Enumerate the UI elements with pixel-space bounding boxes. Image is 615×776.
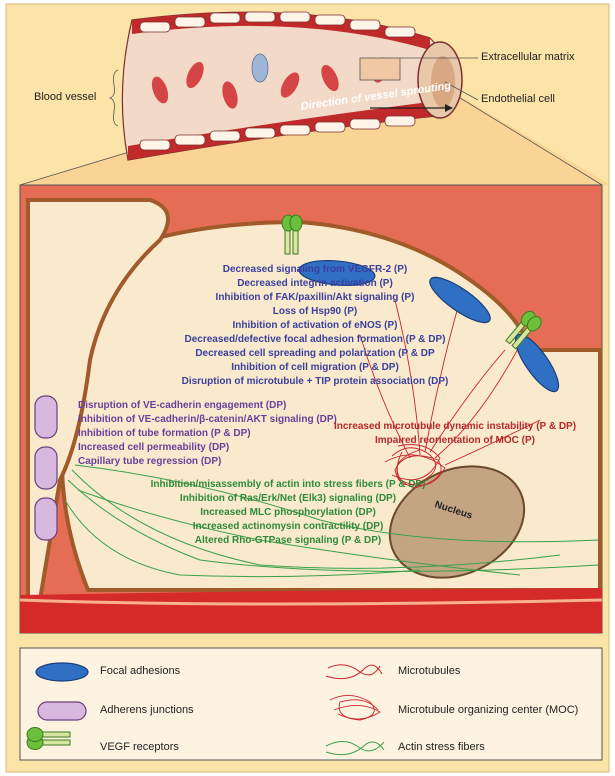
nucleus [388,465,526,579]
purple-effect-5: Capillary tube regression (DP) [78,456,222,467]
microtubule-organizing-center [384,444,446,489]
blood-vessel-brace [108,69,119,127]
vessel-lumen [431,56,455,108]
legend-focal-adhesions: Focal adhesions [100,665,181,677]
purple-effect-3: Inhibition of tube formation (P & DP) [78,428,251,439]
vegf-receptor-1 [281,214,303,255]
bottom-endothelial-cells [139,115,416,151]
purple-effect-1: Disruption of VE-cadherin engagement (DP… [78,400,287,411]
direction-arrow-head [445,104,453,112]
focal-adhesions [298,259,560,393]
neighbor-cell [26,198,170,602]
main-panel [19,184,603,634]
legend-microtubule-swatch [325,664,383,680]
green-effect-3: Increased MLC phosphorylation (DP) [200,507,376,518]
ecm-region-box [359,57,401,81]
legend-adherens-junctions: Adherens junctions [100,704,194,716]
ecm-label: Extracellular matrix [481,51,575,63]
white-blood-cell [251,53,269,83]
microtubules [359,299,541,466]
green-effect-4: Increased actinomysin contractility (DP) [192,521,384,532]
legend [19,647,603,761]
endothelial-leader [444,81,479,101]
basement-membrane [20,588,602,633]
vegf-receptor-2 [505,310,542,350]
blue-effect-2: Decreased integrin activation (P) [237,278,393,289]
purple-effect-2: Inhibition of VE-cadherin/β-catenin/AKT … [78,414,337,425]
basement-highlight [19,598,603,606]
green-effect-5: Altered Rho-GTPase signaling (P & DP) [194,535,382,546]
blue-effect-3: Inhibition of FAK/paxillin/Akt signaling… [215,292,415,303]
legend-actin-swatch [325,741,385,756]
green-effect-1: Inhibition/misassembly of actin into str… [150,479,426,490]
adherens-junctions [34,395,58,541]
legend-actin-fibers: Actin stress fibers [398,741,485,753]
legend-moc-swatch [329,695,381,721]
red-effect-2: Impaired reorientation of MOC (P) [374,435,535,446]
legend-microtubules: Microtubules [398,665,461,677]
green-effect-2: Inhibition of Ras/Erk/Net (Elk3) signali… [179,493,397,504]
red-effect-1: Increased microtubule dynamic instabilit… [333,421,577,432]
adherens-junction-3 [34,497,58,541]
purple-effect-4: Increased cell permeability (DP) [78,442,230,453]
blue-effect-5: Inhibition of activation of eNOS (P) [232,320,398,331]
blood-vessel-label: Blood vessel [34,91,97,103]
top-endothelial-cells [139,11,416,38]
blue-effect-8: Inhibition of cell migration (P & DP) [231,362,399,373]
legend-moc: Microtubule organizing center (MOC) [398,704,579,716]
adherens-junction-2 [34,446,58,490]
blue-effect-7: Decreased cell spreading and polarizatio… [195,348,435,359]
legend-vegf-receptors: VEGF receptors [100,741,179,753]
blue-effect-4: Loss of Hsp90 (P) [272,306,358,317]
legend-focal-adhesion-swatch [35,662,89,682]
blue-effect-6: Decreased/defective focal adhesion forma… [184,334,446,345]
focal-adhesion-2 [429,276,491,324]
focal-adhesion-1 [298,259,376,287]
adherens-junction-1 [34,395,58,439]
blue-effect-1: Decreased signaling from VEGFR-2 (P) [222,264,408,275]
endothelial-label: Endothelial cell [481,93,555,105]
legend-box [19,647,603,761]
legend-adherens-swatch [37,701,87,721]
blood-vessel [121,11,463,161]
red-blood-cells [151,53,388,109]
legend-vegf-swatch [26,727,71,750]
blue-effect-9: Disruption of microtubule + TIP protein … [181,376,449,387]
actin-stress-fibers [64,464,599,578]
